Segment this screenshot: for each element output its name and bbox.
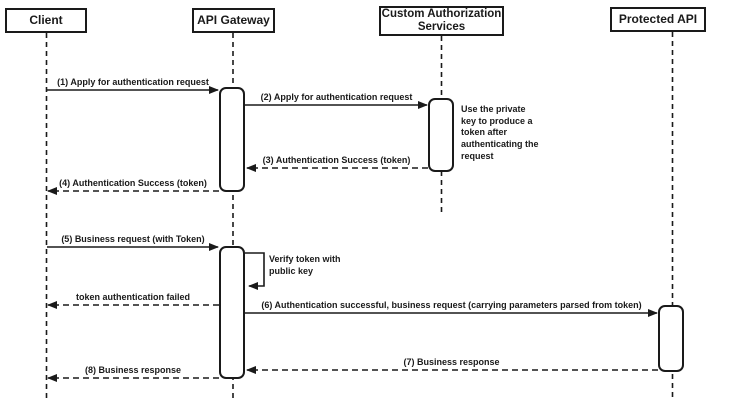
message-4-label: (4) Authentication Success (token): [59, 178, 207, 188]
self-loop-verify-token-label: Verify token with public key: [269, 254, 341, 276]
participant-protected-api: Protected API: [610, 7, 706, 32]
participant-api-gateway: API Gateway: [192, 8, 275, 33]
message-3-label: (3) Authentication Success (token): [262, 155, 411, 165]
self-loop-verify-token-arrow: [245, 252, 265, 290]
participant-custom-auth-label: Custom Authorization Services: [381, 7, 502, 33]
activation-custom-auth: [428, 98, 454, 172]
participant-client-label: Client: [29, 12, 63, 27]
participant-client: Client: [5, 8, 87, 33]
participant-custom-auth: Custom Authorization Services: [379, 6, 504, 36]
message-1-label: (1) Apply for authentication request: [57, 77, 209, 87]
activation-api-gateway-1: [219, 87, 245, 192]
message-7-label: (7) Business response: [403, 357, 500, 367]
message-2-label: (2) Apply for authentication request: [260, 92, 413, 102]
message-6-label: (6) Authentication successful, business …: [261, 300, 642, 310]
message-token-failed-label: token authentication failed: [75, 292, 190, 302]
message-5-label: (5) Business request (with Token): [61, 234, 205, 244]
participant-protected-api-label: Protected API: [618, 11, 698, 26]
activation-protected-api: [658, 305, 684, 372]
note-private-key: Use the private key to produce a token a…: [461, 104, 539, 161]
message-8-label: (8) Business response: [84, 365, 182, 375]
participant-api-gateway-label: API Gateway: [197, 12, 270, 27]
activation-api-gateway-2: [219, 246, 245, 379]
